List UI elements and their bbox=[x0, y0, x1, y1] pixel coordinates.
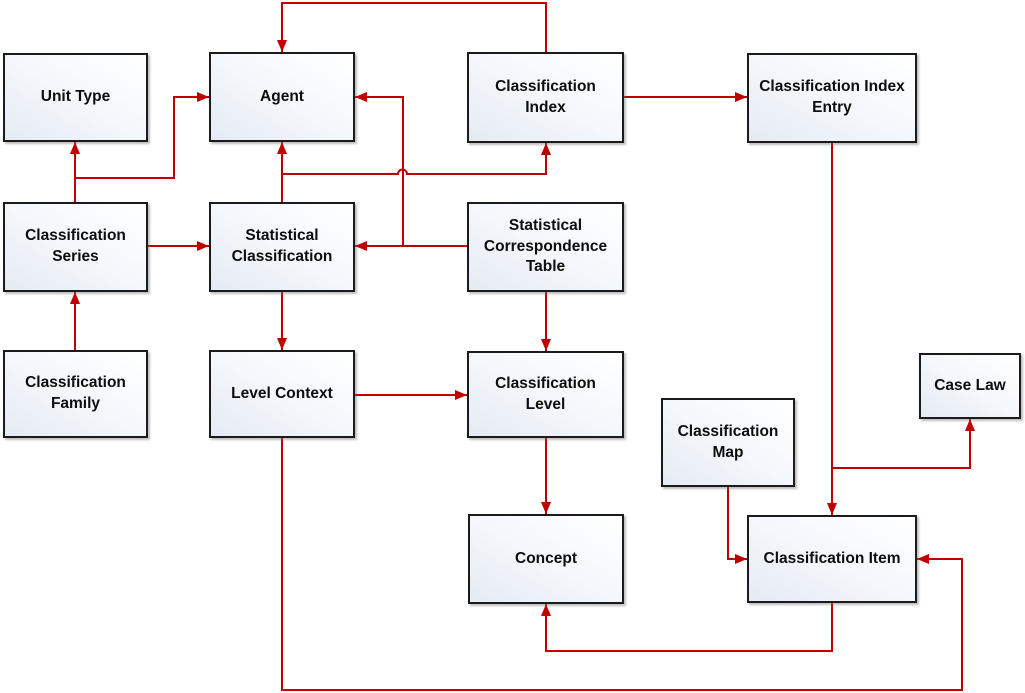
node-classification-index-label: Classification Index bbox=[495, 77, 596, 116]
node-classification-level: Classification Level bbox=[467, 351, 624, 438]
node-statistical-correspondence-table-label: Statistical Correspondence Table bbox=[483, 216, 608, 276]
node-classification-level-label: Classification Level bbox=[495, 374, 596, 413]
node-agent-label: Agent bbox=[260, 87, 304, 105]
node-classification-family: Classification Family bbox=[3, 350, 148, 438]
node-case-law: Case Law bbox=[919, 353, 1021, 419]
node-statistical-classification-label: Statistical Classification bbox=[231, 227, 333, 265]
node-classification-index: Classification Index bbox=[467, 52, 624, 143]
node-classification-map: Classification Map bbox=[661, 398, 795, 487]
edge-classification-map-to-classification-item bbox=[727, 487, 747, 564]
edge-classification-index-to-agent bbox=[277, 2, 547, 52]
node-classification-family-label: Classification Family bbox=[25, 374, 126, 412]
node-concept-label: Concept bbox=[515, 549, 577, 567]
edge-classification-index-entry-to-case-law bbox=[832, 419, 975, 469]
node-agent: Agent bbox=[209, 52, 355, 142]
node-classification-series-label: Classification Series bbox=[25, 227, 126, 265]
node-level-context: Level Context bbox=[209, 350, 355, 438]
edge-classification-series-to-agent bbox=[75, 92, 209, 179]
edge-classification-item-to-concept bbox=[541, 603, 833, 652]
node-classification-item: Classification Item bbox=[747, 515, 917, 603]
node-concept: Concept bbox=[468, 514, 624, 604]
node-level-context-label: Level Context bbox=[231, 384, 333, 402]
node-statistical-correspondence-table: Statistical Correspondence Table bbox=[467, 202, 624, 292]
node-classification-series: Classification Series bbox=[3, 202, 148, 292]
node-classification-index-entry: Classification Index Entry bbox=[747, 53, 917, 143]
edge-statistical-correspondence-table-to-agent bbox=[355, 92, 404, 246]
node-case-law-label: Case Law bbox=[934, 376, 1006, 394]
node-statistical-classification: Statistical Classification bbox=[209, 202, 355, 292]
node-unit-type-label: Unit Type bbox=[40, 88, 111, 106]
node-classification-item-label: Classification Item bbox=[763, 549, 901, 567]
node-unit-type: Unit Type bbox=[3, 53, 148, 142]
edge-statistical-classification-to-classification-index bbox=[282, 143, 551, 175]
edge-level-context-to-classification-item bbox=[281, 438, 963, 691]
node-classification-map-label: Classification Map bbox=[677, 422, 779, 461]
node-classification-index-entry-label: Classification Index Entry bbox=[759, 78, 905, 116]
